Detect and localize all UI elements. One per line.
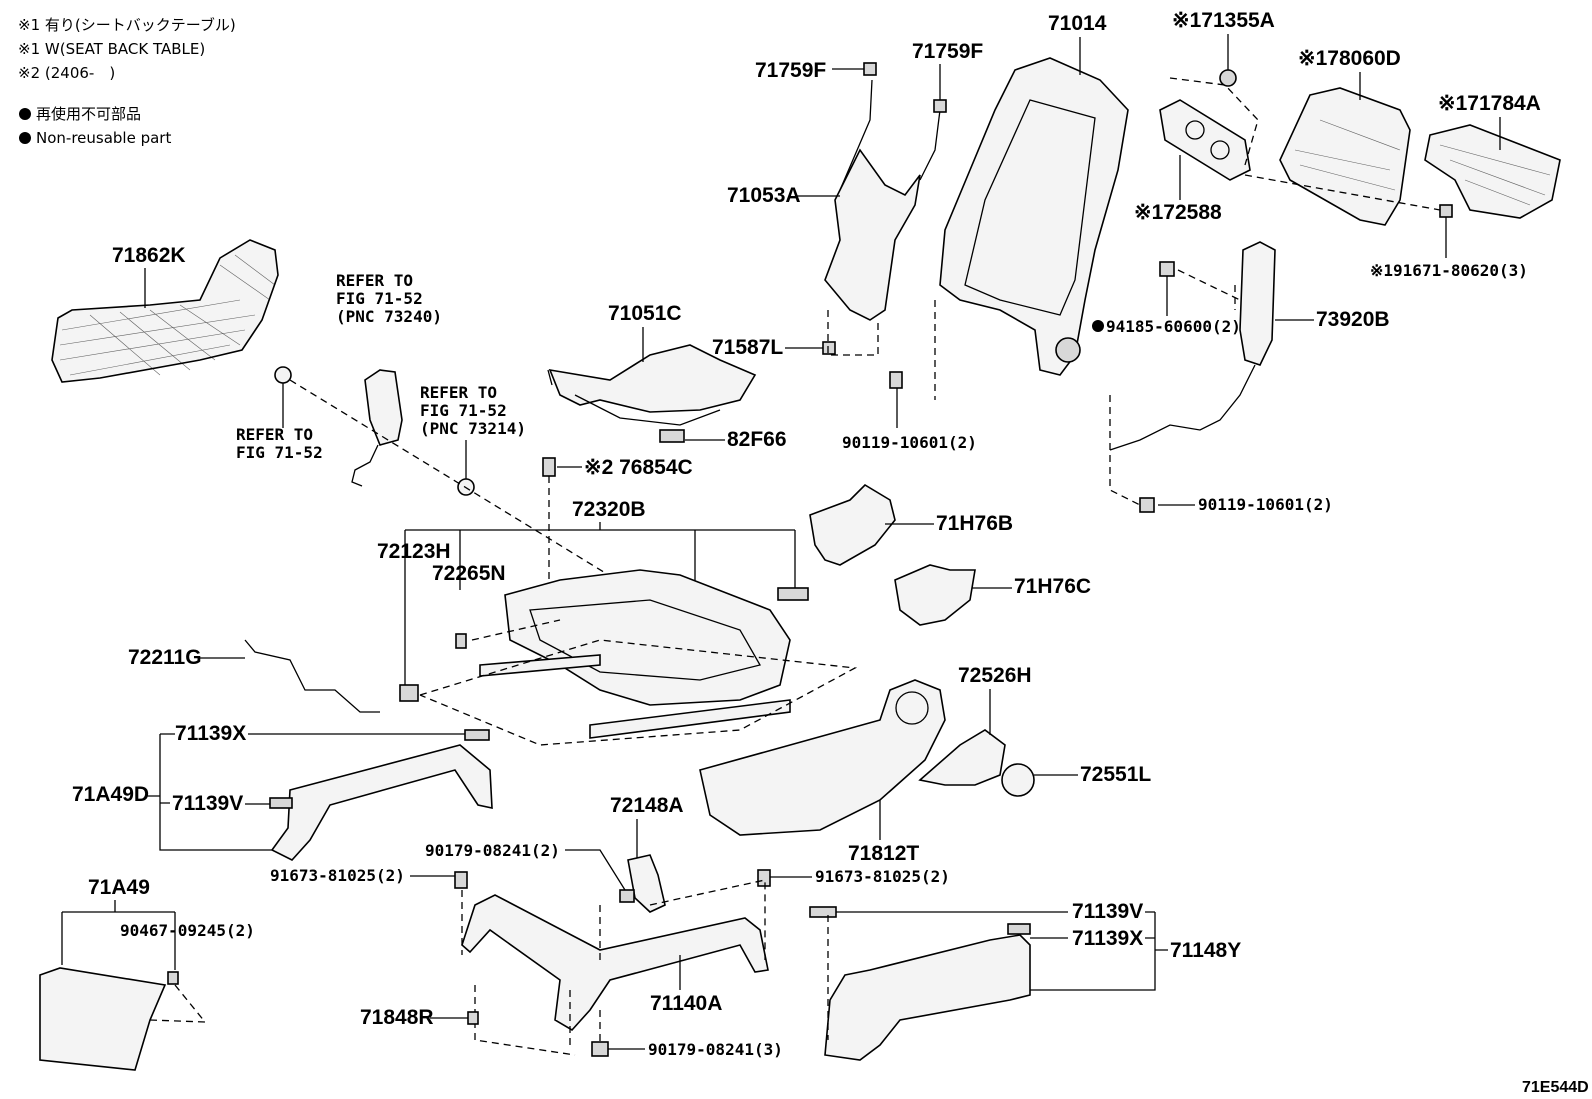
label-73920B[interactable]: 73920B [1316, 308, 1390, 331]
dashed-guide [1244, 174, 1441, 211]
part-72526H-knob-drawing [918, 729, 1035, 797]
label-90467-09245[interactable]: 90467-09245(2) [120, 921, 255, 940]
label-71862K[interactable]: 71862K [112, 244, 186, 267]
part-71A49D-bracket-drawing [269, 729, 493, 861]
part-72588-panel-drawing [1159, 69, 1259, 181]
label-71H76B[interactable]: 71H76B [936, 512, 1013, 535]
non-reusable-bullet-icon [1092, 320, 1104, 332]
part-71148Y-cover-drawing [809, 906, 1031, 1061]
label-71848R[interactable]: 71848R [360, 1006, 434, 1029]
dashed-guide [827, 310, 879, 356]
bolt-91673-drawing [454, 871, 468, 889]
label-82F66[interactable]: 82F66 [727, 428, 787, 451]
bolt-91673-drawing [757, 869, 771, 887]
label-90119-10601-upper[interactable]: 90119-10601(2) [842, 433, 977, 452]
label-71139V-left[interactable]: 71139V [172, 792, 243, 815]
label-72320B[interactable]: 72320B [572, 498, 646, 521]
note-seat-back-table-en: ※1 W(SEAT BACK TABLE) [18, 40, 205, 58]
label-71759F-left[interactable]: 71759F [755, 59, 826, 82]
label-71784A[interactable]: ※171784A [1438, 92, 1541, 115]
label-71148Y[interactable]: 71148Y [1170, 939, 1241, 962]
label-76854C[interactable]: ※2 76854C [584, 456, 693, 479]
clip-76854C-drawing [542, 457, 556, 477]
label-72148A[interactable]: 72148A [610, 794, 684, 817]
rod-72211G-drawing [244, 639, 380, 713]
part-71812T-shield-drawing [699, 679, 946, 836]
seat-belt-buckle-drawing [274, 366, 475, 496]
label-71H76C[interactable]: 71H76C [1014, 575, 1091, 598]
label-71A49[interactable]: 71A49 [88, 876, 150, 899]
label-91673-81025-left[interactable]: 91673-81025(2) [270, 866, 405, 885]
non-reusable-bullet-icon [19, 132, 31, 144]
part-71A49-cover-drawing [39, 967, 179, 1071]
leader-bracket [61, 900, 176, 970]
label-72123H[interactable]: 72123H [377, 540, 451, 563]
non-reusable-bullet-icon [19, 108, 31, 120]
label-91673-81025-right[interactable]: 91673-81025(2) [815, 867, 950, 886]
label-71053A[interactable]: 71053A [727, 184, 801, 207]
refer-to-73214-line3: (PNC 73214) [420, 419, 526, 438]
label-94185-60600[interactable]: 94185-60600(2) [1106, 317, 1241, 336]
label-90179-08241-lower[interactable]: 90179-08241(3) [648, 1040, 783, 1059]
note-seat-back-table-jp: ※1 有り(シートバックテーブル) [18, 16, 236, 34]
nut-90179-drawing [591, 1041, 609, 1057]
part-71784A-cover-drawing [1424, 124, 1561, 219]
part-73920B-drawing [1109, 241, 1276, 506]
label-90119-10601-lower[interactable]: 90119-10601(2) [1198, 495, 1333, 514]
label-71051C[interactable]: 71051C [608, 302, 682, 325]
clip-71848R-drawing [467, 1011, 479, 1025]
bolt-90119-drawing [889, 371, 1155, 513]
screw-91671-drawing [1439, 204, 1453, 218]
refer-to-73214-line2: FIG 71-52 [420, 401, 507, 420]
part-71H76C-drawing [894, 564, 976, 626]
label-91671-80620[interactable]: ※191671-80620(3) [1370, 261, 1528, 280]
part-72148A-drawing [619, 854, 666, 913]
leader-bracket [836, 911, 1168, 991]
part-71051C-drawing [547, 344, 757, 443]
part-71014-seat-back-frame-drawing [939, 57, 1129, 376]
leader-line [565, 849, 626, 891]
dashed-guide [149, 1019, 206, 1023]
label-72526H[interactable]: 72526H [958, 664, 1032, 687]
label-90179-08241-upper[interactable]: 90179-08241(2) [425, 841, 560, 860]
leader-bracket [145, 733, 272, 851]
label-71587L[interactable]: 71587L [712, 336, 783, 359]
label-71139X-lower[interactable]: 71139X [1072, 927, 1143, 950]
refer-to-73240-line2: FIG 71-52 [336, 289, 423, 308]
part-78060D-table-drawing [1279, 87, 1411, 226]
legend-non-reusable-en: Non-reusable part [36, 129, 171, 147]
label-71A49D[interactable]: 71A49D [72, 783, 149, 806]
label-71014[interactable]: 71014 [1048, 12, 1107, 35]
label-72211G[interactable]: 72211G [128, 646, 202, 669]
refer-to-73240-line3: (PNC 73240) [336, 307, 442, 326]
dashed-guide [461, 879, 766, 1056]
note-date-range: ※2 (2406- ) [18, 64, 115, 82]
dashed-guide [289, 379, 626, 586]
refer-to-fig-line2: FIG 71-52 [236, 443, 323, 462]
refer-to-fig-line1: REFER TO [236, 425, 313, 444]
label-71355A[interactable]: ※171355A [1172, 9, 1275, 32]
label-71140A[interactable]: 71140A [650, 992, 722, 1015]
part-71053A-drawing [822, 62, 947, 355]
label-72265N[interactable]: 72265N [432, 562, 506, 585]
refer-to-73240-line1: REFER TO [336, 271, 413, 290]
seat-track-frame-drawing [399, 569, 809, 739]
label-71812T[interactable]: 71812T [848, 842, 919, 865]
label-72551L[interactable]: 72551L [1080, 763, 1151, 786]
part-71H76B-drawing [809, 483, 896, 566]
label-72588[interactable]: ※172588 [1134, 201, 1222, 224]
label-71139V-right[interactable]: 71139V [1072, 900, 1143, 923]
legend-non-reusable-jp: 再使用不可部品 [36, 105, 141, 123]
label-71759F-right[interactable]: 71759F [912, 40, 983, 63]
figure-code: 71E544D [1522, 1079, 1589, 1096]
refer-to-73214-line1: REFER TO [420, 383, 497, 402]
leader-bracket [404, 522, 796, 685]
dashed-guide [419, 619, 858, 746]
part-71862K-drawing [51, 239, 279, 383]
label-78060D[interactable]: ※178060D [1298, 47, 1401, 70]
dashed-guide [174, 984, 206, 1023]
label-71139X-upper[interactable]: 71139X [175, 722, 246, 745]
part-71140A-frame-drawing [461, 894, 769, 1032]
